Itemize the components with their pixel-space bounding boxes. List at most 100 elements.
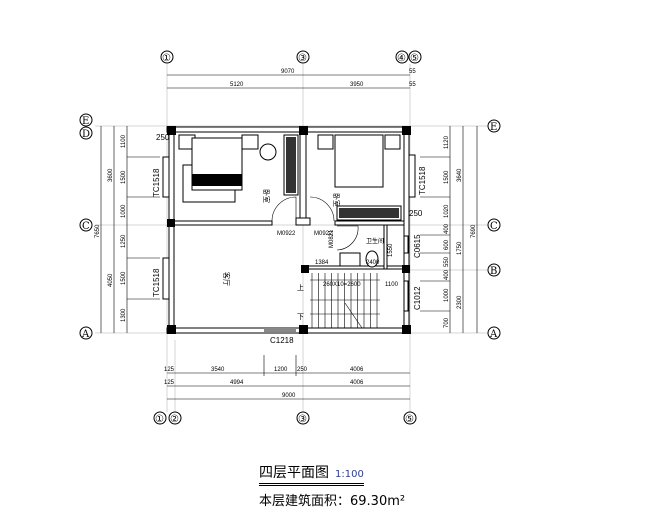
dim-text: 55 [409,69,416,75]
dim-text: 5120 [230,82,244,88]
axis-label: A [81,329,90,340]
dim-text: 1100 [385,282,399,288]
dim-text: 1000 [444,288,450,302]
room-label: 卫生间 [366,237,384,245]
bed [334,134,384,188]
dim-text: 400 [444,269,450,280]
title-text: 四层平面图 [259,465,329,481]
window-label: C0615 [413,234,422,258]
door-label: M0922 [314,231,333,237]
grid-lines [95,64,488,412]
dim-text: 400 [444,223,450,234]
axis-label: C [490,221,498,232]
axis-label: A [489,329,498,340]
window-label: C1218 [270,336,294,345]
dim-text: 250 [156,133,170,142]
dim-text: 9000 [282,393,296,399]
dim-text: 4994 [230,380,244,386]
dim-text: 125 [164,380,175,386]
bed-blanket [192,174,242,186]
stair-note: 260X10=2600 [323,282,361,288]
dim-text: 7690 [471,224,477,238]
dim-text: 4006 [350,380,364,386]
dim-text: 2300 [457,295,463,309]
door-label: M0821 [329,229,335,248]
axis-label: ② [170,414,179,425]
dim-text: 1500 [444,170,450,184]
dim-text: 1384 [315,260,329,266]
drawing-title: 四层平面图 1:100 [259,462,364,486]
dim-text: 125 [164,367,175,373]
stair-treads [311,273,378,328]
axis-label: ① [155,414,164,425]
stair-down-label: 下 [297,313,304,321]
axis-bubbles: ① ③ ④ ⑤ ① ② ③ ⑤ E D C A E C B A [79,50,501,425]
chair [259,143,277,161]
axis-label: E [82,116,89,127]
dim-text: 3600 [108,168,114,182]
dimension-texts: 9070 5120 3950 55 55 125 3540 1200 250 4… [95,69,477,399]
dim-text: 1200 [274,367,288,373]
dim-text: 1500 [121,170,127,184]
door-swing [309,196,335,222]
dim-text: 1000 [121,204,127,218]
window-label: TC1518 [152,268,161,297]
window-c0615 [403,235,409,254]
axis-label: B [490,266,497,277]
dim-text: 700 [444,317,450,328]
stair-up-label: 上 [297,283,304,292]
axis-label: ④ [397,53,406,64]
sink [339,252,361,267]
floor-area: 本层建筑面积：69.30m² [259,494,406,509]
axis-label: E [490,122,497,133]
dim-text: 600 [444,239,450,250]
nightstand [317,134,334,150]
dim-text: 4050 [108,273,114,287]
axis-label: ③ [298,414,307,425]
dim-text: 3540 [211,367,225,373]
stairs [310,273,380,329]
dim-text: 1300 [121,308,127,322]
window-label: TC1518 [152,168,161,197]
window-tc1518-left-bottom [162,257,170,300]
doors [271,196,359,251]
dim-text: 1500 [121,271,127,285]
dim-text: 1100 [121,134,127,148]
scale-text: 1:100 [335,469,364,480]
window-c1218 [264,328,296,332]
dim-text: 9070 [281,69,295,75]
dim-text: 4006 [350,367,364,373]
window-label: TC1518 [418,166,427,195]
toilet [365,250,379,268]
nightstand [384,134,401,150]
windows [162,154,416,332]
wardrobe-hatch [286,137,296,193]
door-label: M0922 [277,231,296,237]
dim-text: 1120 [444,135,450,149]
furniture [178,134,402,268]
dim-text: 7650 [95,224,101,238]
dim-text: 3640 [457,168,463,182]
door-swing [336,225,359,251]
room-label: 卧室 [332,193,341,207]
axis-label: ③ [298,53,307,64]
nightstand [241,134,259,150]
axis-label: ① [162,53,171,64]
door-swing [271,196,297,222]
wardrobe-hatch [339,208,399,218]
dim-text: 1020 [444,204,450,218]
dim-text: 1250 [121,234,127,248]
dim-text: 55 [409,82,416,88]
dim-text: 3950 [350,82,364,88]
axis-label: ⑤ [410,53,419,64]
dim-text: 250 [409,209,423,218]
window-tc1518-right [408,154,416,198]
room-label: 客厅 [222,272,231,286]
dim-text: 1750 [457,241,463,255]
window-tc1518-left-top [162,156,170,198]
dimension-lines [100,74,478,400]
axis-label: C [82,221,90,232]
dim-text: 1550 [388,243,394,257]
dim-text: 2400 [366,260,380,266]
